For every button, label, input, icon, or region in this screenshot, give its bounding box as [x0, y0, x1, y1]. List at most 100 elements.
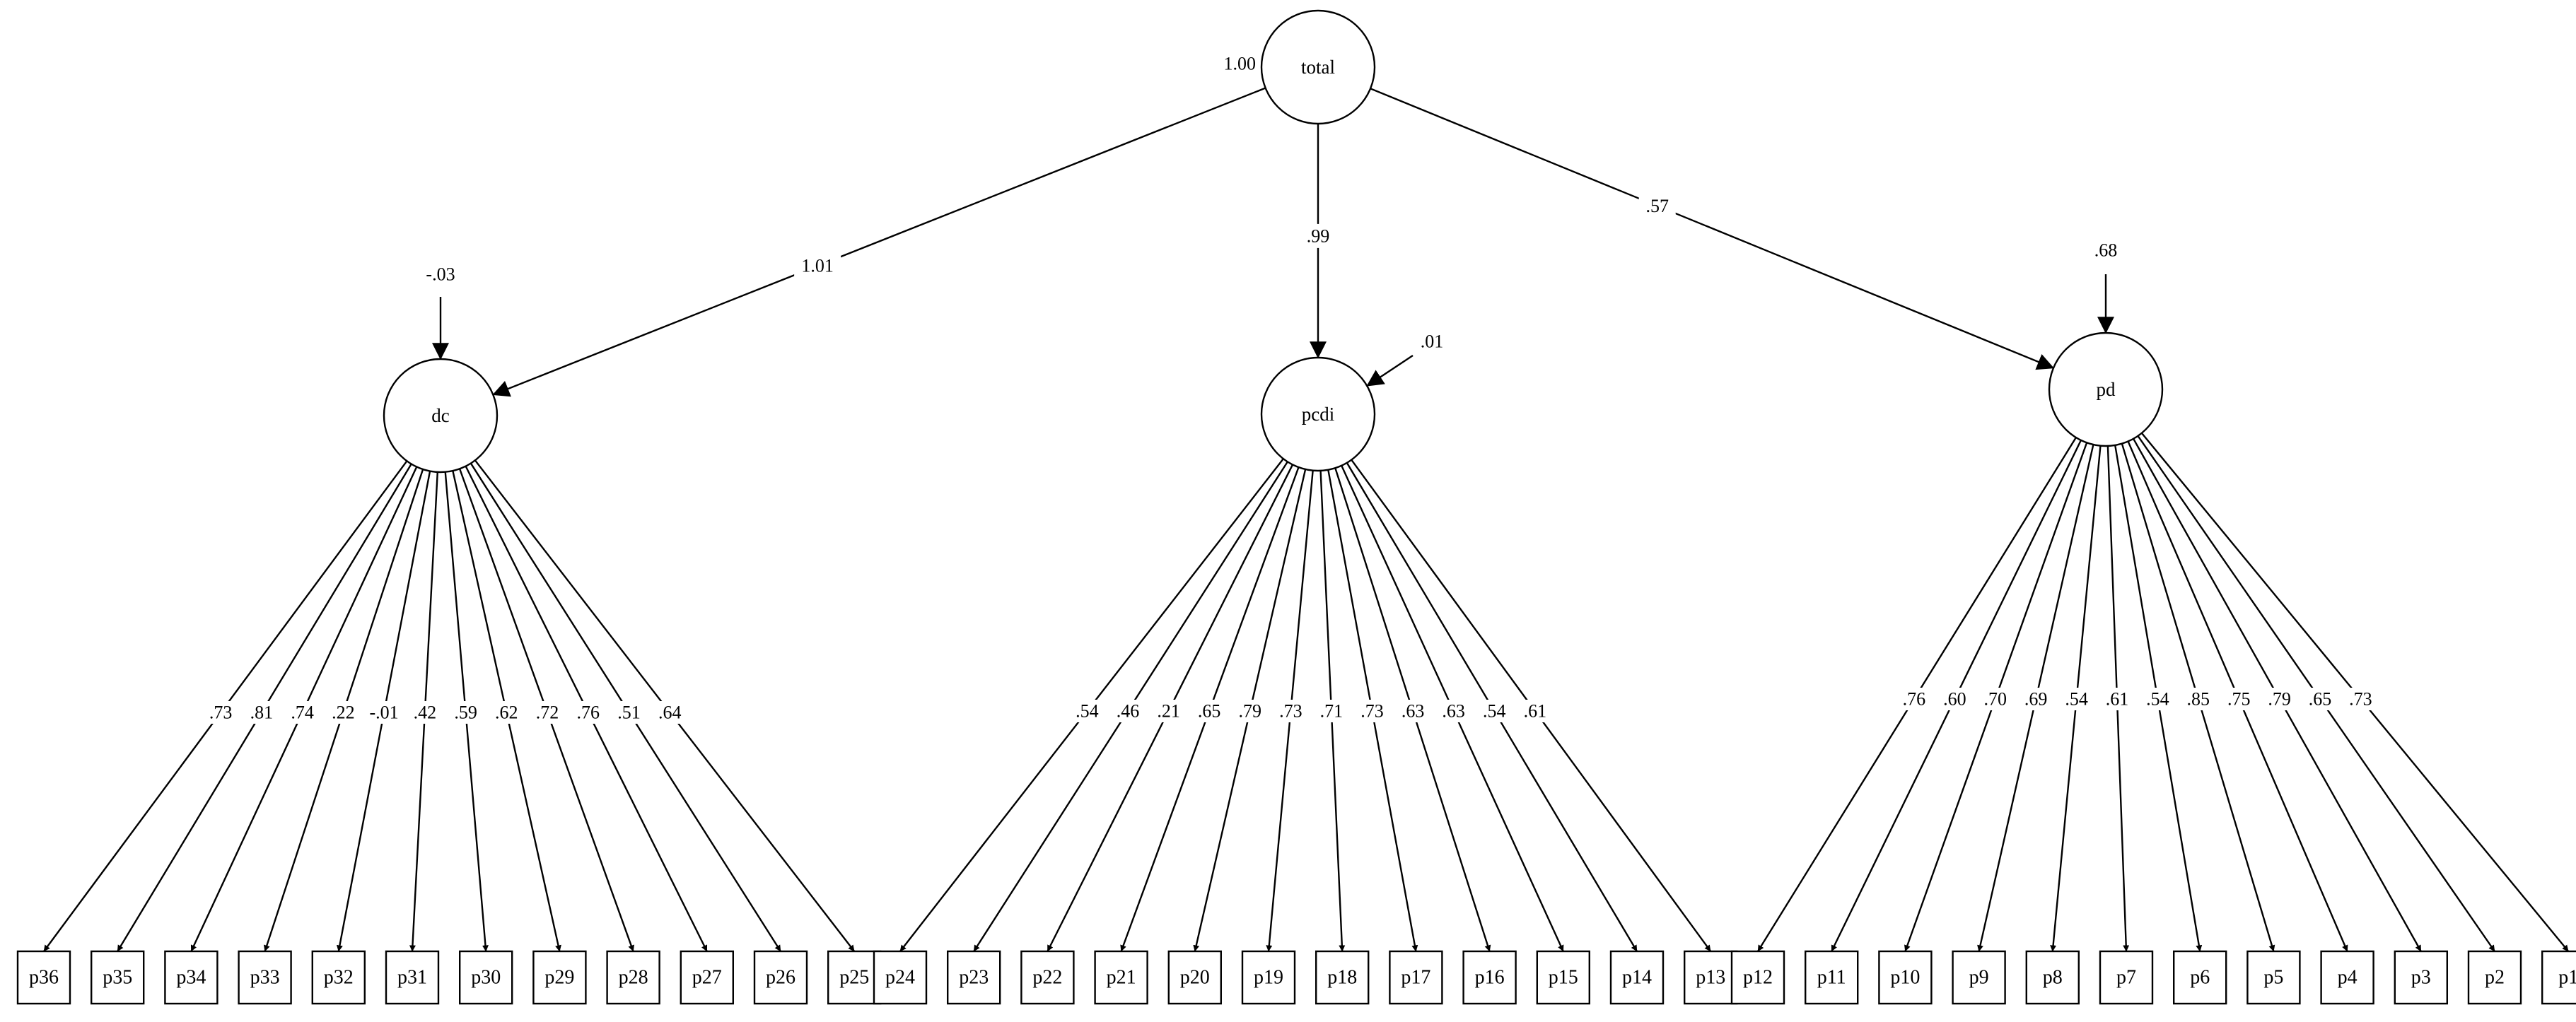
indicator-box-p21: [1094, 950, 1148, 1005]
indicator-label-p5: p5: [2263, 967, 2283, 989]
loading-label-p20: .79: [1238, 701, 1261, 722]
loading-label-bg-p34: [284, 701, 320, 724]
loading-label-p8: .54: [2065, 689, 2088, 710]
loading-label-p29: .62: [495, 703, 518, 723]
indicator-box-p9: [1952, 950, 2006, 1005]
nodes-layer: total dc pcdi pd: [383, 9, 2164, 474]
indicator-label-p15: p15: [1549, 967, 1578, 989]
residual-label-dc: -.03: [426, 264, 455, 285]
indicator-label-p34: p34: [176, 967, 206, 989]
loading-label-bg-p12: [1896, 688, 1932, 710]
loading-label-bg-p23: [1109, 700, 1146, 722]
loading-label-bg-p27: [570, 701, 606, 724]
indicator-box-p11: [1804, 950, 1859, 1005]
loading-label-bg-p4: [2221, 688, 2257, 710]
loading-label-p34: .74: [291, 703, 314, 723]
loading-label-bg-p30: [448, 701, 484, 724]
loading-label-bg-p28: [530, 701, 566, 724]
indicator-box-p26: [753, 950, 808, 1005]
loading-label-p2: .65: [2309, 689, 2332, 710]
loading-label-p10: .70: [1984, 689, 2007, 710]
residual-label-pcdi: .01: [1421, 331, 1444, 352]
path-label-bg-total-pd: [1638, 194, 1676, 218]
coefficient-labels: 1.00 -.03 .01 .68 1.01 .99 .57: [426, 54, 2117, 352]
path-label-total-pcdi: .99: [1307, 225, 1330, 246]
loading-label-p16: .63: [1401, 701, 1425, 722]
indicator-box-p4: [2320, 950, 2374, 1005]
loading-label-bg-p31: [407, 701, 443, 724]
loading-label-bg-p17: [1354, 700, 1390, 722]
indicator-label-p11: p11: [1817, 967, 1846, 989]
loading-label-bg-p5: [2180, 688, 2216, 710]
indicator-box-p25: [827, 950, 882, 1005]
indicator-box-p35: [90, 950, 145, 1005]
loading-label-bg-p9: [2018, 688, 2054, 710]
indicator-label-p35: p35: [103, 967, 132, 989]
indicator-box-p27: [680, 950, 734, 1005]
indicator-box-p5: [2246, 950, 2301, 1005]
loading-label-bg-p35: [243, 701, 279, 724]
indicator-label-p26: p26: [766, 967, 795, 989]
factor-label-pcdi: pcdi: [1302, 404, 1335, 425]
loading-label-p9: .69: [2024, 689, 2048, 710]
factor-label-dc: dc: [431, 405, 450, 426]
variance-label-total: 1.00: [1224, 54, 1257, 74]
loading-label-bg-p33: [325, 701, 361, 724]
loading-label-p17: .73: [1360, 701, 1384, 722]
indicator-label-p9: p9: [1969, 967, 1989, 989]
indicator-label-p33: p33: [250, 967, 280, 989]
indicator-box-p15: [1536, 950, 1591, 1005]
loading-label-bg-p1: [2343, 688, 2379, 710]
indicator-box-p12: [1730, 950, 1785, 1005]
loading-label-bg-p15: [1435, 700, 1471, 722]
loading-label-bg-p7: [2099, 688, 2135, 710]
loading-label-p35: .81: [250, 703, 274, 723]
indicator-label-p30: p30: [471, 967, 501, 989]
loading-label-p22: .21: [1157, 701, 1180, 722]
indicator-box-p13: [1683, 950, 1738, 1005]
indicator-label-p14: p14: [1622, 967, 1652, 989]
indicator-box-p24: [873, 950, 928, 1005]
indicator-box-p34: [164, 950, 218, 1005]
indicator-label-p31: p31: [397, 967, 427, 989]
loading-label-p11: .60: [1943, 689, 1966, 710]
indicator-box-p17: [1389, 950, 1443, 1005]
indicator-box-p28: [606, 950, 660, 1005]
path-label-bg-total-pcdi: [1300, 223, 1336, 248]
indicator-label-p22: p22: [1032, 967, 1062, 989]
loading-label-bg-p18: [1313, 700, 1349, 722]
indicator-box-p33: [238, 950, 292, 1005]
loading-label-p3: .79: [2268, 689, 2291, 710]
loading-label-p28: .72: [536, 703, 559, 723]
loading-label-bg-p3: [2261, 688, 2297, 710]
loading-label-p23: .46: [1117, 701, 1140, 722]
indicator-box-p18: [1315, 950, 1370, 1005]
factor-node-dc: [383, 358, 499, 474]
loading-label-bg-p26: [611, 701, 647, 724]
indicator-box-p10: [1878, 950, 1933, 1005]
loading-label-bg-p14: [1476, 700, 1513, 722]
indicator-label-p18: p18: [1327, 967, 1357, 989]
indicator-box-p32: [311, 950, 366, 1005]
indicator-label-p25: p25: [839, 967, 869, 989]
indicator-box-p7: [2099, 950, 2154, 1005]
indicator-box-p30: [459, 950, 513, 1005]
loading-label-p33: .22: [332, 703, 355, 723]
factor-node-pcdi: [1260, 356, 1376, 472]
loading-label-p27: .76: [577, 703, 600, 723]
loading-label-p12: .76: [1903, 689, 1926, 710]
loading-label-p25: .64: [658, 703, 682, 723]
indicator-box-p36: [16, 950, 71, 1005]
indicator-label-p32: p32: [324, 967, 354, 989]
loading-label-p21: .65: [1198, 701, 1221, 722]
loading-label-bg-p6: [2140, 688, 2176, 710]
indicator-label-p8: p8: [2043, 967, 2063, 989]
loading-label-p19: .73: [1279, 701, 1302, 722]
indicator-label-p19: p19: [1254, 967, 1283, 989]
loading-label-bg-p36: [203, 701, 239, 724]
indicator-label-p28: p28: [619, 967, 648, 989]
loading-label-bg-p10: [1977, 688, 2013, 710]
factor-node-pd: [2048, 331, 2164, 447]
loading-label-bg-p19: [1273, 700, 1309, 722]
